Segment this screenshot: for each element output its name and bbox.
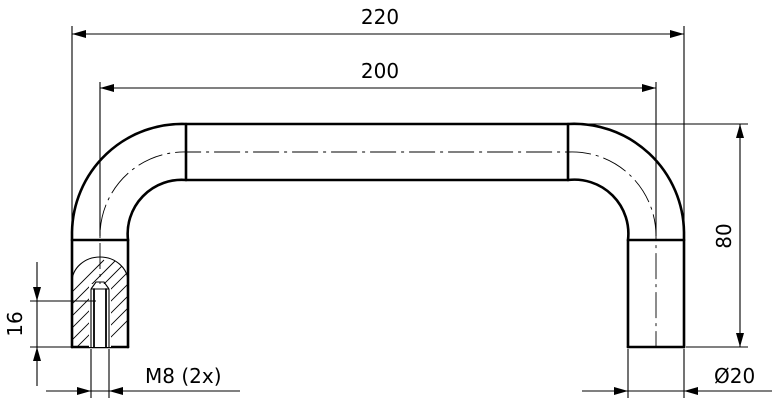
dimension-label-80: 80 <box>712 223 736 248</box>
section-cut <box>71 256 129 348</box>
dimension-label-m8: M8 (2x) <box>145 364 222 388</box>
center-line <box>99 151 657 347</box>
dimension-thread-depth: 16 <box>3 262 96 386</box>
dimension-label-diameter: Ø20 <box>714 364 755 388</box>
dimension-diameter: Ø20 <box>582 349 772 398</box>
threaded-hole <box>90 281 110 348</box>
dimension-label-16: 16 <box>3 311 27 336</box>
dimension-label-220: 220 <box>361 5 399 29</box>
handle-outline <box>70 122 686 349</box>
dimension-height: 80 <box>570 123 748 348</box>
dimension-overall-width: 220 <box>71 5 685 236</box>
dimension-center-width: 200 <box>99 59 657 236</box>
dimension-label-200: 200 <box>361 59 399 83</box>
dimension-thread-size: M8 (2x) <box>46 349 240 398</box>
